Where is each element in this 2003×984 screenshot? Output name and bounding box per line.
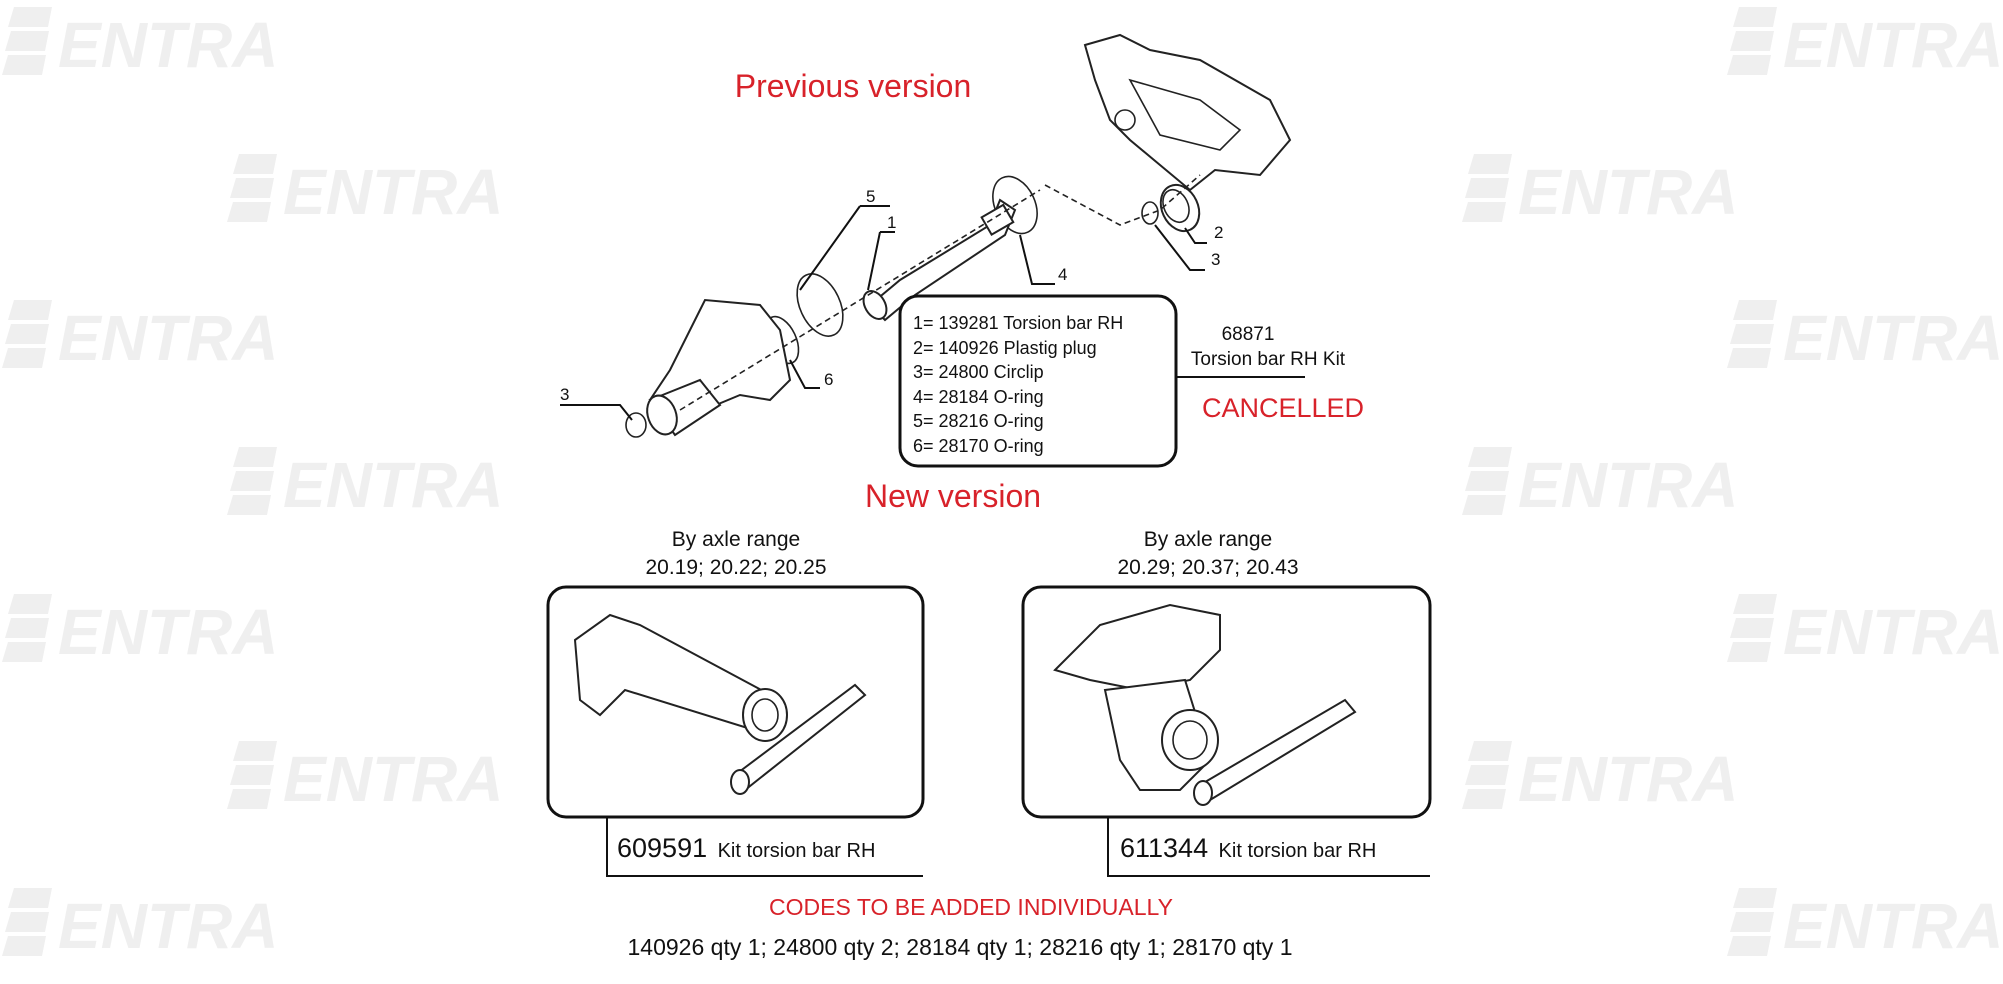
watermark-logo: ENTRA [2,594,278,668]
svg-text:ENTRA: ENTRA [1518,743,1738,815]
callout-4: 4 [1058,265,1067,284]
parts-list: 1= 139281 Torsion bar RH 2= 140926 Plast… [913,313,1123,456]
watermark-logo: ENTRA [1462,447,1738,521]
watermark-logo: ENTRA [227,447,503,521]
old-kit-name: Torsion bar RH Kit [1191,349,1346,370]
previous-version-title: Previous version [735,68,972,104]
exploded-assembly-drawing [560,33,1292,438]
kit-code: 611344 [1120,833,1208,863]
kit-code: 609591 [617,833,707,863]
svg-text:ENTRA: ENTRA [58,9,278,81]
parts-list-item: 2= 140926 Plastig plug [913,338,1097,358]
svg-text:ENTRA: ENTRA [58,302,278,374]
kit-611344-drawing [1053,603,1357,806]
svg-text:ENTRA: ENTRA [1518,156,1738,228]
parts-list-item: 4= 28184 O-ring [913,387,1044,407]
individual-codes-list: 140926 qty 1; 24800 qty 2; 28184 qty 1; … [628,934,1293,960]
kit-range-label: By axle range [1144,528,1272,551]
svg-text:ENTRA: ENTRA [283,156,503,228]
svg-text:ENTRA: ENTRA [58,596,278,668]
old-kit-code: 68871 [1222,324,1275,345]
watermark-logo: ENTRA [2,300,278,374]
watermark-logo: ENTRA [2,888,278,962]
parts-list-item: 6= 28170 O-ring [913,436,1044,456]
callout-5: 5 [866,187,875,206]
watermark-logo: ENTRA [227,154,503,228]
kit-611344: By axle range 20.29; 20.37; 20.43 611344… [1021,528,1432,877]
watermark-logo: ENTRA [1462,154,1738,228]
watermark-logo: ENTRA [1462,741,1738,815]
kit-609591: By axle range 20.19; 20.22; 20.25 609591… [546,528,925,877]
svg-text:ENTRA: ENTRA [1783,596,2003,668]
svg-text:ENTRA: ENTRA [283,743,503,815]
watermark-logo: ENTRA [2,7,278,81]
callout-3-right: 3 [1211,250,1220,269]
svg-text:ENTRA: ENTRA [1783,890,2003,962]
new-version-title: New version [865,478,1041,514]
watermark-logo: ENTRA [227,741,503,815]
callout-6: 6 [824,370,833,389]
callout-labels: 5 1 4 2 3 3 6 [560,187,1223,404]
svg-text:ENTRA: ENTRA [1518,449,1738,521]
kit-range-label: By axle range [672,528,800,551]
parts-list-box [898,294,1178,468]
parts-list-item: 5= 28216 O-ring [913,411,1044,431]
svg-text:ENTRA: ENTRA [58,890,278,962]
watermark-logo: ENTRA [1727,300,2003,374]
kit-name: Kit torsion bar RH [718,840,876,862]
svg-text:ENTRA: ENTRA [1783,9,2003,81]
svg-text:ENTRA: ENTRA [283,449,503,521]
add-individually-notice: CODES TO BE ADDED INDIVIDUALLY [769,894,1173,920]
watermark-layer: ENTRA ENTRA ENTRA ENTRA ENTRA ENTRA ENTRA ENTRA… [2,7,2003,962]
watermark-logo: ENTRA [1727,7,2003,81]
kit-ranges: 20.19; 20.22; 20.25 [646,556,827,579]
svg-text:611344 Kit torsion bar R: 611344 Kit torsion bar RH [1120,833,1376,863]
callout-2: 2 [1214,223,1223,242]
parts-list-item: 3= 24800 Circlip [913,362,1044,382]
kit-609591-drawing [573,613,867,795]
kit-name: Kit torsion bar RH [1219,840,1377,862]
kit-ranges: 20.29; 20.37; 20.43 [1118,556,1299,579]
callout-1: 1 [887,213,896,232]
svg-text:ENTRA: ENTRA [1783,302,2003,374]
svg-text:609591 Kit torsion bar R: 609591 Kit torsion bar RH [617,833,875,863]
watermark-logo: ENTRA [1727,594,2003,668]
cancelled-status: CANCELLED [1202,393,1364,423]
parts-list-item: 1= 139281 Torsion bar RH [913,313,1123,333]
watermark-logo: ENTRA [1727,888,2003,962]
callout-3-left: 3 [560,385,569,404]
